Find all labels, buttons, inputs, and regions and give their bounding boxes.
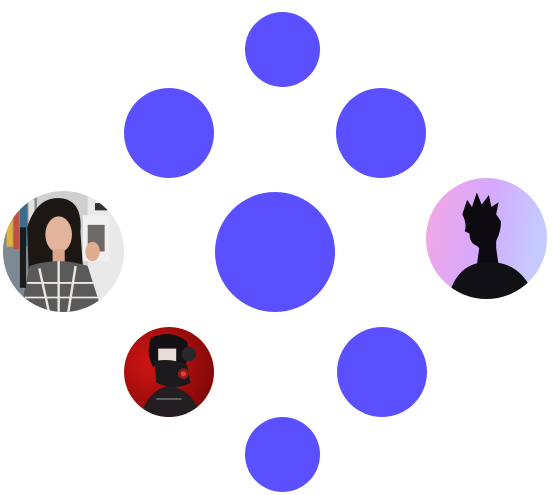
- network-node-upper-right: [336, 88, 426, 178]
- avatar-silhouette-gradient: [426, 178, 547, 299]
- avatar-woman-holding-book: [3, 191, 124, 312]
- avatar-masked-figure-red: [124, 327, 214, 417]
- network-node-lower-right: [337, 327, 427, 417]
- network-node-top: [245, 12, 320, 87]
- network-node-upper-left: [124, 88, 214, 178]
- network-node-bottom: [245, 417, 320, 492]
- network-node-center: [215, 192, 335, 312]
